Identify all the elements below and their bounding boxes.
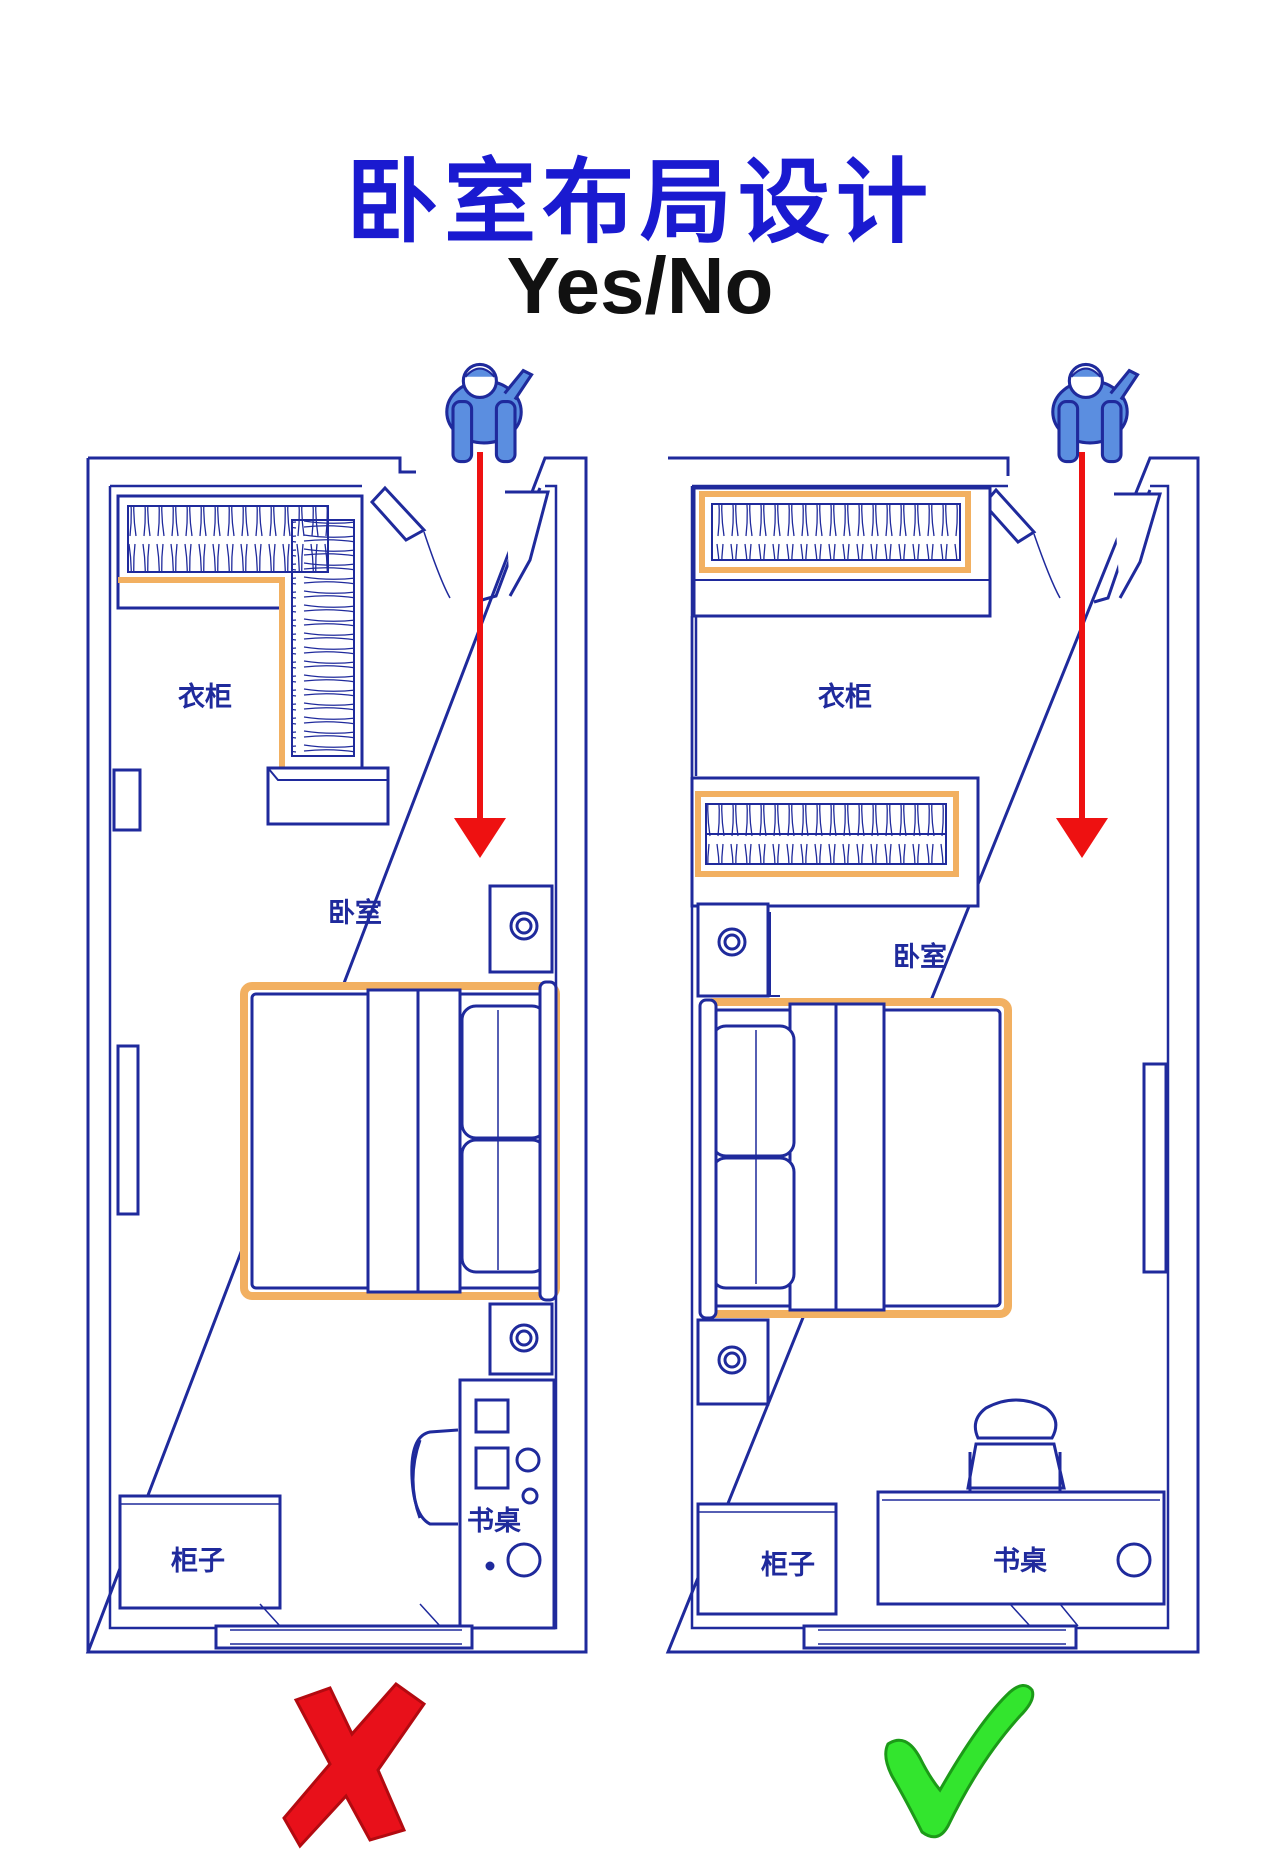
person-topdown-icon-left xyxy=(445,362,534,464)
balcony-door-left xyxy=(214,1603,474,1650)
bed-right xyxy=(698,998,1012,1320)
wardrobe-label-left: 衣柜 xyxy=(178,681,232,713)
wardrobe-label-right: 衣柜 xyxy=(818,681,872,713)
wall-top-left xyxy=(88,456,416,474)
cabinet-label-left: 柜子 xyxy=(171,1546,225,1577)
cabinet-label-right: 柜子 xyxy=(761,1550,815,1581)
cabinet-right xyxy=(696,1502,838,1616)
wardrobe-top-right xyxy=(692,486,992,618)
wardrobe-left xyxy=(116,494,390,826)
bedroom-label-right: 卧室 xyxy=(893,941,947,973)
green-check-icon xyxy=(884,1684,1035,1839)
page-subtitle: Yes/No xyxy=(506,241,774,330)
plan-right xyxy=(665,456,1200,1654)
desk-left xyxy=(410,1378,556,1630)
nightstand-bottom-right xyxy=(696,1318,770,1406)
desk-label-right: 书桌 xyxy=(993,1546,1047,1577)
wall-niche xyxy=(112,768,142,832)
chair-right xyxy=(966,1398,1066,1494)
cabinet-left xyxy=(118,1494,282,1610)
plan-left xyxy=(85,456,588,1654)
nightstand-top-left xyxy=(488,884,554,974)
walk-path-arrow-right xyxy=(1056,452,1108,858)
nightstand-bottom-left xyxy=(488,1302,554,1376)
bed-left xyxy=(240,980,560,1302)
desk-label-left: 书桌 xyxy=(467,1506,521,1537)
desk-right xyxy=(876,1490,1166,1606)
person-topdown-icon-right xyxy=(1051,362,1140,464)
walk-path-arrow-left xyxy=(454,452,506,858)
bedroom-label-left: 卧室 xyxy=(328,897,382,929)
red-x-icon xyxy=(282,1681,427,1849)
page-title: 卧室布局设计 xyxy=(345,149,934,256)
window-right xyxy=(1142,1062,1168,1274)
nightstand-top-right xyxy=(696,902,780,998)
window-left xyxy=(116,1044,140,1216)
balcony-door-right xyxy=(802,1603,1079,1650)
wardrobe-middle-right xyxy=(690,776,980,908)
